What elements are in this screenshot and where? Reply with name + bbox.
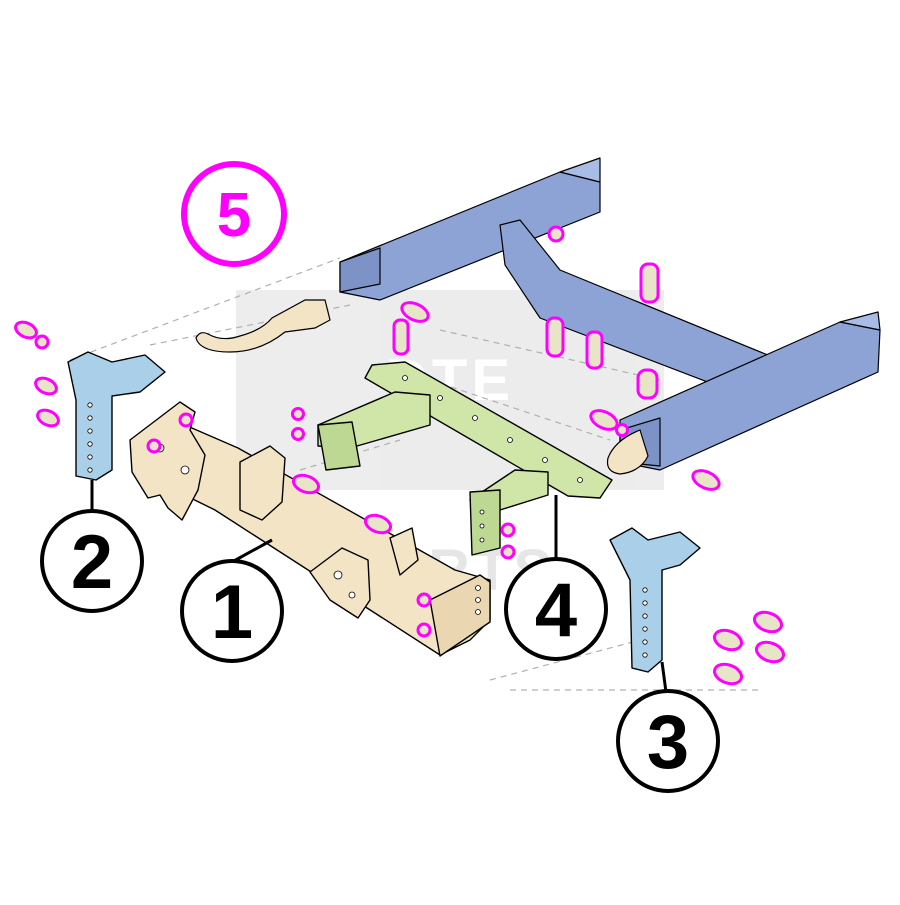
bolt-icon xyxy=(363,513,393,535)
side-bracket-right-holes xyxy=(642,587,648,658)
nut-icon xyxy=(615,423,629,437)
leader-line-3 xyxy=(660,661,668,693)
nut-icon xyxy=(146,438,162,454)
frame-rear-rail-top xyxy=(839,311,881,331)
side-bracket-left-body xyxy=(67,351,166,481)
nut-icon xyxy=(34,334,50,350)
bolt-icon xyxy=(754,640,786,664)
part-3-side-bracket xyxy=(609,527,701,673)
main-bracket-right-hook-plate xyxy=(309,547,371,619)
hardware-group-label: 5 xyxy=(181,161,287,267)
main-bracket-left-tab xyxy=(239,445,286,521)
nut-icon xyxy=(416,592,432,608)
frame-rail-end-left xyxy=(339,247,381,293)
callout-leader-lines xyxy=(90,480,668,693)
callout-4: 4 xyxy=(504,557,608,661)
cross-bracket-left-foot xyxy=(317,421,361,471)
bolt-icon xyxy=(712,662,744,686)
callout-4-number: 4 xyxy=(535,568,577,653)
bolt-icon xyxy=(712,628,744,652)
nut-icon xyxy=(500,544,516,560)
cross-bracket-right-foot xyxy=(469,489,501,556)
nut-icon xyxy=(291,427,305,441)
side-bracket-right-body xyxy=(609,527,701,673)
bolt-vertical-icon xyxy=(392,318,410,356)
bolt-icon xyxy=(752,610,784,634)
bolt-icon xyxy=(14,320,38,340)
bolt-vertical-icon xyxy=(545,316,565,358)
bolt-vertical-icon xyxy=(639,262,660,304)
nut-stack-icon xyxy=(636,368,659,400)
tow-hook-right xyxy=(606,429,649,475)
side-bracket-left-holes xyxy=(87,402,93,473)
main-bracket-right-tab xyxy=(389,527,419,576)
nut-icon xyxy=(416,622,432,638)
part-2-side-bracket xyxy=(67,351,166,481)
part-1-main-bracket xyxy=(129,401,491,657)
bolt-icon xyxy=(34,376,58,396)
frame-rail-top-edge xyxy=(559,157,601,183)
cross-bracket-holes xyxy=(402,375,583,543)
callout-1-number: 1 xyxy=(211,570,253,655)
callout-3-number: 3 xyxy=(647,700,689,785)
bolt-icon xyxy=(400,301,430,323)
main-bracket-end-plate xyxy=(429,574,491,657)
hardware-group-number: 5 xyxy=(217,181,251,250)
callout-2: 2 xyxy=(40,509,144,613)
callout-2-number: 2 xyxy=(71,520,113,605)
main-bracket-holes xyxy=(155,443,481,615)
leader-line-1 xyxy=(231,538,273,564)
bolt-icon xyxy=(691,469,721,491)
tow-hook-left xyxy=(195,299,331,353)
tow-hooks xyxy=(195,299,649,475)
callout-3: 3 xyxy=(616,689,720,793)
nut-icon xyxy=(178,412,194,428)
part-4-cross-bracket xyxy=(317,361,613,556)
nut-icon xyxy=(500,522,516,538)
bolt-icon xyxy=(36,408,60,428)
bolt-icon xyxy=(291,473,321,495)
nut-icon xyxy=(547,225,565,243)
callout-1: 1 xyxy=(180,559,284,663)
main-bracket-left-plate xyxy=(129,401,206,521)
hardware-fasteners xyxy=(14,225,786,686)
hardware-group-circle xyxy=(181,161,287,267)
nut-icon xyxy=(291,407,305,421)
bolt-vertical-icon xyxy=(585,330,604,370)
